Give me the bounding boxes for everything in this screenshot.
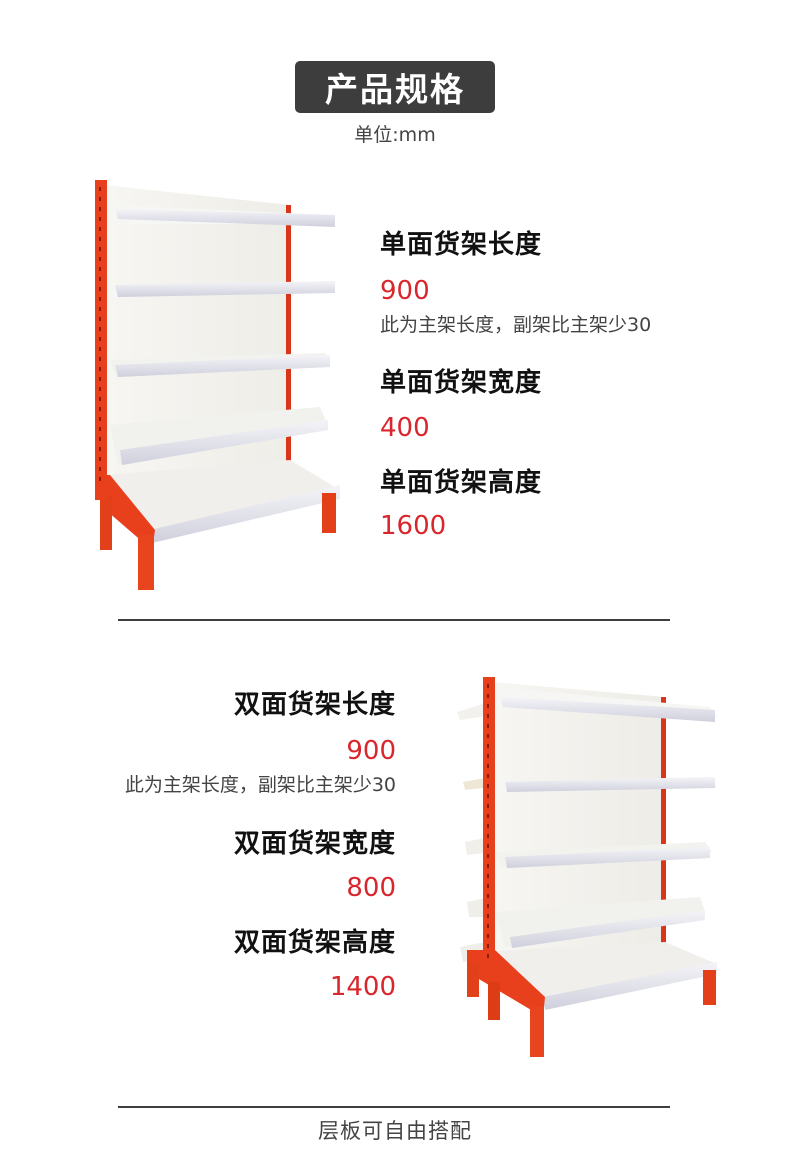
spec-label: 双面货架宽度 (233, 829, 396, 859)
section-divider (118, 619, 670, 621)
spec-label: 双面货架长度 (233, 690, 396, 720)
spec-label: 双面货架高度 (233, 928, 396, 958)
spec-value: 400 (380, 413, 430, 443)
spec-value: 900 (346, 736, 396, 766)
single-sided-shelf-image (95, 180, 340, 590)
unit-label: 单位:mm (354, 124, 436, 146)
footer-note: 层板可自由搭配 (318, 1119, 472, 1143)
spec-label: 单面货架长度 (380, 230, 543, 260)
spec-value: 800 (346, 873, 396, 903)
spec-value: 900 (380, 276, 430, 306)
single-length-spec: 单面货架长度 900 此为主架长度，副架比主架少30 (380, 228, 651, 338)
double-length-spec: 双面货架长度 900 此为主架长度，副架比主架少30 (125, 688, 396, 798)
double-height-spec: 双面货架高度 1400 (234, 926, 396, 1004)
section-title: 产品规格 (325, 70, 465, 109)
section-title-badge: 产品规格 (295, 61, 495, 113)
spec-value: 1400 (329, 972, 396, 1002)
single-width-spec: 单面货架宽度 400 (380, 366, 542, 445)
spec-label: 单面货架高度 (380, 468, 543, 498)
spec-note: 此为主架长度，副架比主架少30 (124, 774, 396, 796)
spec-label: 单面货架宽度 (380, 368, 543, 398)
single-height-spec: 单面货架高度 1600 (380, 466, 542, 543)
spec-value: 1600 (380, 511, 447, 541)
double-sided-shelf-image (457, 677, 717, 1057)
spec-note: 此为主架长度，副架比主架少30 (380, 314, 652, 336)
double-width-spec: 双面货架宽度 800 (234, 827, 396, 905)
footer-divider (118, 1106, 670, 1108)
